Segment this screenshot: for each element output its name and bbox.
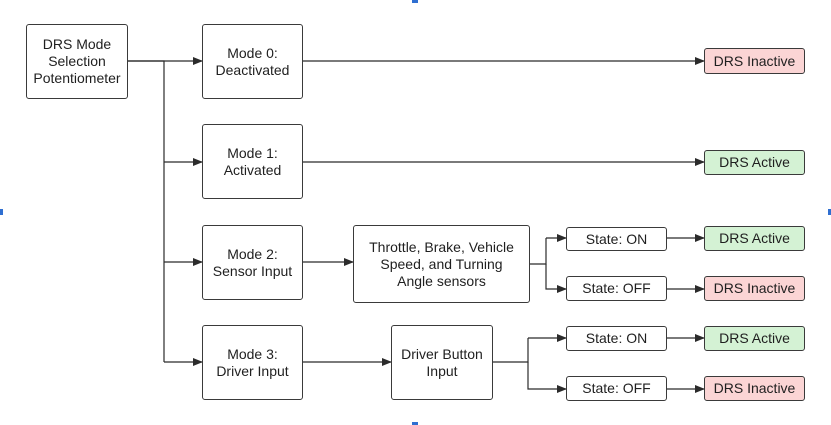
connector-trunk (127, 60, 165, 362)
selection-handle-right[interactable] (828, 209, 831, 215)
node-driver-button[interactable]: Driver Button Input (391, 325, 493, 400)
node-potentiometer[interactable]: DRS Mode Selection Potentiometer (26, 24, 128, 99)
node-output-mode2-on[interactable]: DRS Active (704, 226, 805, 251)
selection-handle-bottom[interactable] (412, 422, 418, 425)
node-mode3[interactable]: Mode 3: Driver Input (202, 325, 303, 400)
node-state-off-sensor[interactable]: State: OFF (566, 276, 667, 301)
node-output-mode3-off[interactable]: DRS Inactive (704, 376, 805, 401)
connector-button-split (492, 338, 529, 363)
selection-handle-top[interactable] (412, 0, 418, 3)
node-mode0[interactable]: Mode 0: Deactivated (202, 24, 303, 99)
connector-button-off (527, 362, 567, 393)
connector-sensors-split (529, 238, 547, 265)
node-mode1[interactable]: Mode 1: Activated (202, 124, 303, 199)
node-output-mode2-off[interactable]: DRS Inactive (704, 276, 805, 301)
node-output-mode1[interactable]: DRS Active (704, 150, 805, 175)
node-state-on-sensor[interactable]: State: ON (566, 227, 667, 251)
selection-handle-left[interactable] (0, 209, 3, 215)
node-output-mode0[interactable]: DRS Inactive (704, 48, 805, 74)
connector-sensors-off (545, 264, 567, 293)
node-state-off-button[interactable]: State: OFF (566, 376, 667, 401)
node-state-on-button[interactable]: State: ON (566, 326, 667, 351)
node-mode2[interactable]: Mode 2: Sensor Input (202, 225, 303, 300)
node-output-mode3-on[interactable]: DRS Active (704, 326, 805, 351)
node-sensors[interactable]: Throttle, Brake, Vehicle Speed, and Turn… (353, 225, 530, 303)
